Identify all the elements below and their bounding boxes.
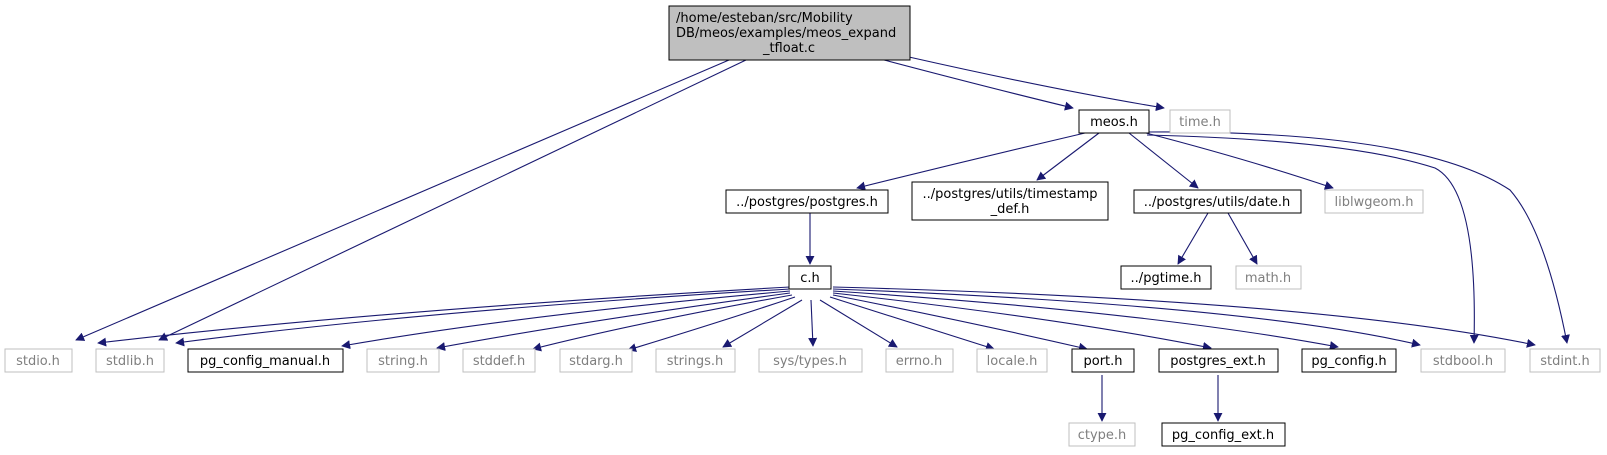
node-errno-h: errno.h [885, 348, 954, 373]
node-liblwgeom-h: liblwgeom.h [1324, 189, 1424, 214]
node-c-h-label: c.h [800, 271, 820, 286]
edge-date-math [1227, 212, 1258, 265]
node-ctype-h-label: ctype.h [1078, 428, 1127, 443]
node-string-h: string.h [366, 348, 440, 373]
node-sys-types-h: sys/types.h [758, 348, 863, 373]
node-postgres-ext-h-label: postgres_ext.h [1170, 354, 1266, 369]
root-label-line2: DB/meos/examples/meos_expand [676, 26, 896, 41]
node-stdarg-h: stdarg.h [559, 348, 633, 373]
edge-meos-timestamp [1036, 132, 1100, 181]
edge-meos-postgres [856, 132, 1086, 191]
node-meos-h[interactable]: meos.h [1078, 109, 1150, 134]
node-locale-h-label: locale.h [987, 354, 1038, 369]
node-timestamp-def-h[interactable]: ../postgres/utils/timestamp _def.h [911, 181, 1109, 221]
node-stddef-h-label: stddef.h [473, 354, 525, 369]
node-math-h-label: math.h [1245, 271, 1291, 286]
node-root-file[interactable]: /home/esteban/src/Mobility DB/meos/examp… [668, 5, 911, 61]
edge-c-pg-config [832, 290, 1339, 350]
node-pg-config-h-label: pg_config.h [1311, 354, 1386, 369]
edge-c-stddef [532, 294, 793, 352]
node-errno-h-label: errno.h [896, 354, 943, 369]
node-pg-config-h[interactable]: pg_config.h [1301, 348, 1397, 373]
edge-root-stdio [75, 59, 730, 341]
node-liblwgeom-h-label: liblwgeom.h [1335, 195, 1414, 210]
edge-c-strings [722, 299, 803, 348]
node-string-h-label: string.h [378, 354, 428, 369]
edge-c-stdint [832, 286, 1536, 348]
node-date-h[interactable]: ../postgres/utils/date.h [1133, 189, 1302, 214]
node-pg-config-manual-h[interactable]: pg_config_manual.h [187, 348, 344, 373]
root-label-line3: _tfloat.c [762, 41, 815, 56]
node-stdarg-h-label: stdarg.h [569, 354, 623, 369]
edge-c-stdarg [627, 296, 796, 352]
edge-meos-stdbool [1146, 134, 1479, 344]
node-pgtime-h-label: ../pgtime.h [1131, 271, 1202, 286]
node-meos-h-label: meos.h [1090, 115, 1138, 130]
node-strings-h-label: strings.h [667, 354, 723, 369]
root-label-line1: /home/esteban/src/Mobility [676, 11, 853, 26]
node-stdlib-h: stdlib.h [95, 348, 165, 373]
node-timestamp-def-label-line2: _def.h [990, 202, 1030, 217]
node-port-h[interactable]: port.h [1071, 348, 1135, 373]
node-timestamp-def-label-line1: ../postgres/utils/timestamp [922, 187, 1097, 202]
node-port-h-label: port.h [1083, 354, 1122, 369]
node-postgres-h-label: ../postgres/postgres.h [736, 195, 878, 210]
edge-c-stdbool [832, 288, 1421, 348]
edge-c-pg-config-manual [341, 290, 791, 350]
edge-c-sys-types [808, 299, 818, 347]
node-stdio-h: stdio.h [4, 348, 73, 373]
edge-root-time [908, 56, 1165, 112]
node-time-h-label: time.h [1179, 115, 1221, 130]
node-stdint-h-label: stdint.h [1540, 354, 1589, 369]
edge-c-stdio [97, 286, 791, 347]
node-stdbool-h: stdbool.h [1420, 348, 1506, 373]
node-pgtime-h[interactable]: ../pgtime.h [1120, 265, 1212, 290]
node-c-h[interactable]: c.h [788, 265, 832, 290]
node-postgres-h[interactable]: ../postgres/postgres.h [725, 189, 889, 214]
edge-meos-liblwgeom [1145, 132, 1334, 190]
edge-c-port [832, 294, 1088, 352]
node-pg-config-ext-h[interactable]: pg_config_ext.h [1161, 422, 1286, 447]
node-date-h-label: ../postgres/utils/date.h [1144, 195, 1291, 210]
node-postgres-ext-h[interactable]: postgres_ext.h [1158, 348, 1279, 373]
edges [75, 56, 1570, 422]
node-stdlib-h-label: stdlib.h [106, 354, 154, 369]
node-ctype-h: ctype.h [1068, 422, 1136, 447]
node-math-h: math.h [1235, 265, 1302, 290]
edge-root-stdlib [158, 59, 747, 341]
edge-c-stdlib [175, 288, 791, 347]
node-pg-config-ext-h-label: pg_config_ext.h [1172, 428, 1274, 443]
edge-meos-date [1128, 132, 1199, 189]
node-stdint-h: stdint.h [1529, 348, 1601, 373]
edge-c-locale [829, 296, 995, 351]
edge-meos-stdint [1146, 131, 1570, 344]
edge-c-errno [819, 299, 898, 348]
node-stdbool-h-label: stdbool.h [1433, 354, 1493, 369]
edge-c-string [436, 292, 791, 351]
node-pg-config-manual-h-label: pg_config_manual.h [200, 354, 330, 369]
node-stddef-h: stddef.h [462, 348, 536, 373]
node-stdio-h-label: stdio.h [16, 354, 60, 369]
node-time-h: time.h [1169, 109, 1231, 134]
node-locale-h: locale.h [976, 348, 1048, 373]
node-strings-h: strings.h [655, 348, 736, 373]
edge-date-pgtime [1177, 212, 1209, 265]
edge-c-postgres-ext [832, 292, 1212, 351]
node-sys-types-h-label: sys/types.h [773, 354, 847, 369]
edge-root-meos [883, 59, 1074, 111]
